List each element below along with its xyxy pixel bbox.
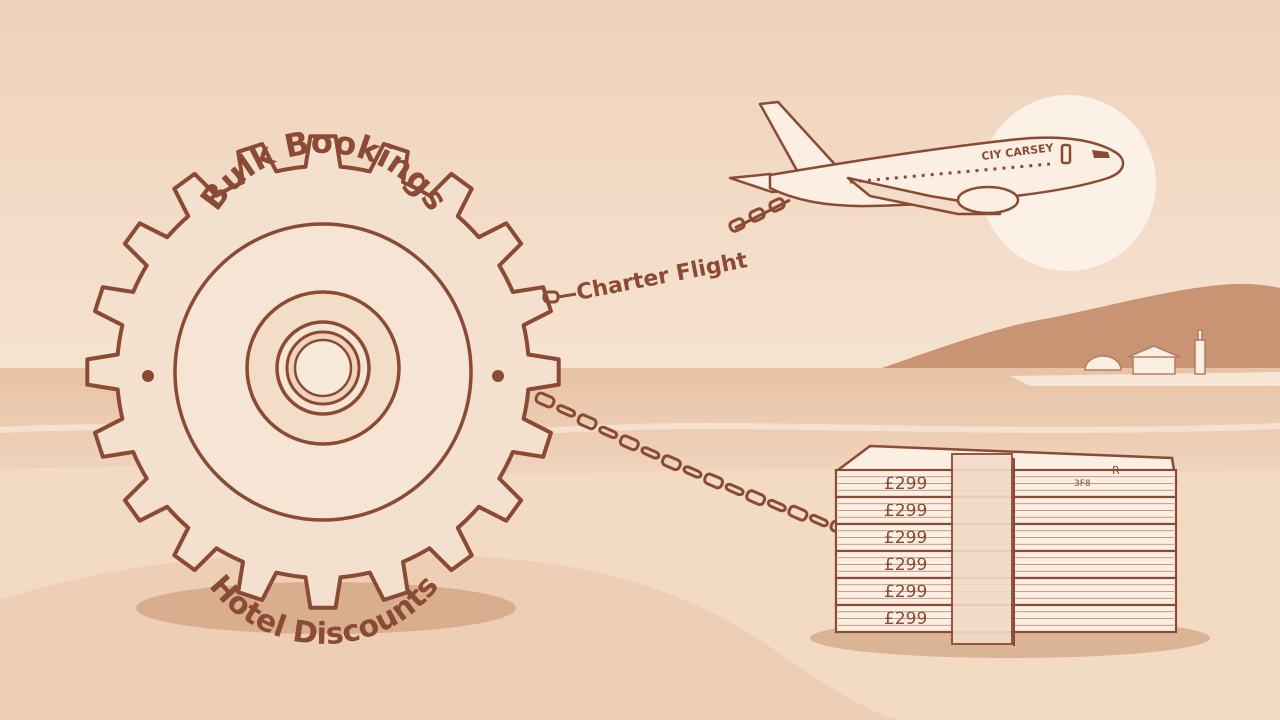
price-label: £299 (884, 501, 927, 521)
chain-link (703, 472, 725, 490)
airplane-fuselage (768, 136, 1125, 208)
price-labels: £299 £299 £299 £299 £299 £299 (884, 474, 927, 629)
price-label: £299 (884, 474, 927, 494)
seaside-village (1010, 329, 1280, 386)
chain-link (640, 446, 661, 460)
price-label: £299 (884, 582, 927, 602)
chain-to-airplane (542, 197, 791, 304)
money-band-mark: R (1112, 464, 1120, 477)
chain-link (576, 413, 598, 431)
gear-bolt-left (142, 370, 154, 382)
chain-link (598, 425, 619, 440)
chain-link (556, 404, 577, 418)
airplane-windows (849, 162, 1051, 184)
money-band-code: 3F8 (1074, 479, 1091, 489)
chain-link (808, 513, 829, 528)
chain-link (660, 454, 682, 472)
price-label: £299 (884, 609, 927, 629)
chain-link (534, 391, 556, 409)
airplane-engine (956, 185, 1020, 215)
money-stack: R 3F8 £299 £299 £299 £299 £299 £299 (810, 444, 1210, 658)
chain-link (618, 434, 640, 452)
chain-link (787, 504, 809, 522)
money-band (951, 453, 1013, 645)
gear-hole (293, 338, 353, 398)
chain-link (745, 489, 767, 507)
gear-bolt-right (492, 370, 504, 382)
chain-link (766, 498, 787, 513)
airplane (728, 100, 1125, 216)
chain-link (682, 465, 703, 479)
price-label: £299 (884, 555, 927, 575)
airplane-door (1060, 143, 1072, 165)
airplane-cockpit (1092, 150, 1110, 158)
price-label: £299 (884, 528, 927, 548)
chain-link (724, 482, 745, 497)
